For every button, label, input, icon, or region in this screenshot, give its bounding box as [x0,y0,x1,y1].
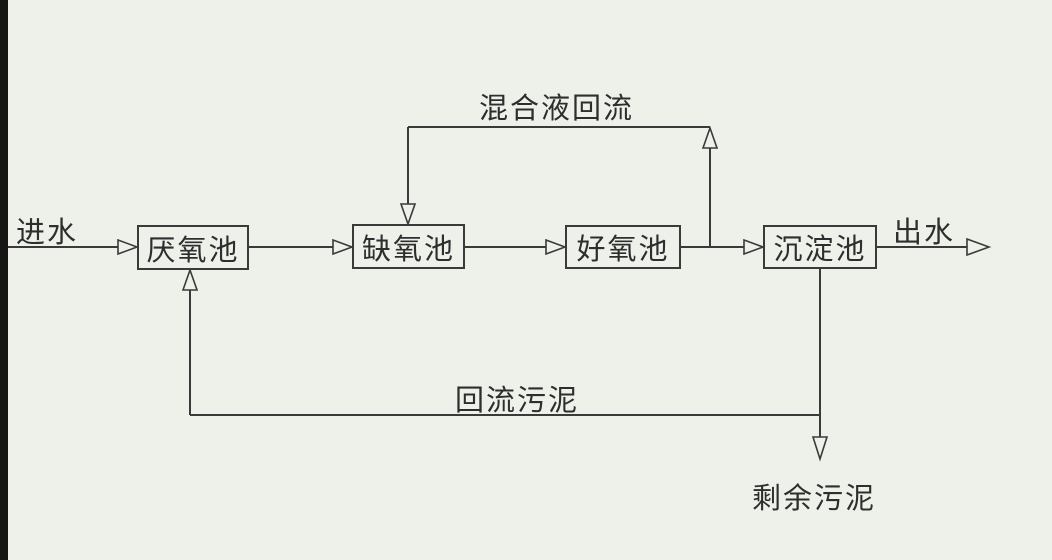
arrow-into-aerobic-icon [545,238,568,256]
arrow-effluent-icon [966,237,992,257]
arrow-into-anaerobic-icon [117,238,140,256]
return-sludge-label: 回流污泥 [455,385,580,417]
arrow-excess-sludge-down-icon [811,436,829,462]
sedimentation-tank-box: 沉淀池 [763,225,877,269]
anoxic-tank-label: 缺氧池 [361,233,455,266]
aerobic-tank-label: 好氧池 [576,234,670,266]
effluent-label: 出水 [893,217,956,249]
mixed-liquor-return-label: 混合液回流 [479,93,635,125]
excess-sludge-label: 剩余污泥 [752,483,877,515]
left-edge-bar [0,0,8,560]
arrow-return-sludge-up-icon [181,267,199,291]
arrow-mixed-liquor-up-icon [701,125,719,149]
influent-label: 进水 [16,217,79,249]
arrow-mixed-liquor-down-icon [399,203,417,227]
anoxic-tank-box: 缺氧池 [352,224,465,269]
sedimentation-tank-label: 沉淀池 [773,234,867,266]
anaerobic-tank-label: 厌氧池 [146,234,240,267]
aerobic-tank-box: 好氧池 [565,225,681,269]
arrow-into-sedimentation-icon [743,238,766,256]
anaerobic-tank-box: 厌氧池 [137,225,249,270]
arrow-into-anoxic-icon [332,238,355,256]
